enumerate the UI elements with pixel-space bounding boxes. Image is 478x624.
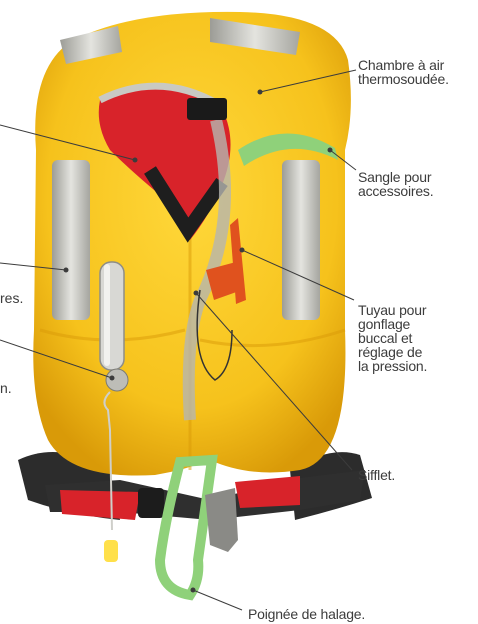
label-tuyau-gonflage: Tuyau pour gonflage buccal et réglage de… bbox=[358, 303, 427, 373]
pulling-handle bbox=[160, 460, 212, 595]
label-sangle-accessoires: Sangle pour accessoires. bbox=[358, 170, 433, 198]
top-tag bbox=[187, 98, 227, 120]
label-sifflet: Sifflet. bbox=[358, 468, 395, 482]
label-cut-left-top: res. bbox=[0, 291, 23, 305]
label-cut-left-bottom: n. bbox=[0, 381, 12, 395]
buckle-clip bbox=[205, 488, 238, 552]
label-poignee-halage: Poignée de halage. bbox=[248, 607, 365, 621]
label-chambre-air: Chambre à air thermosoudée. bbox=[358, 58, 449, 86]
